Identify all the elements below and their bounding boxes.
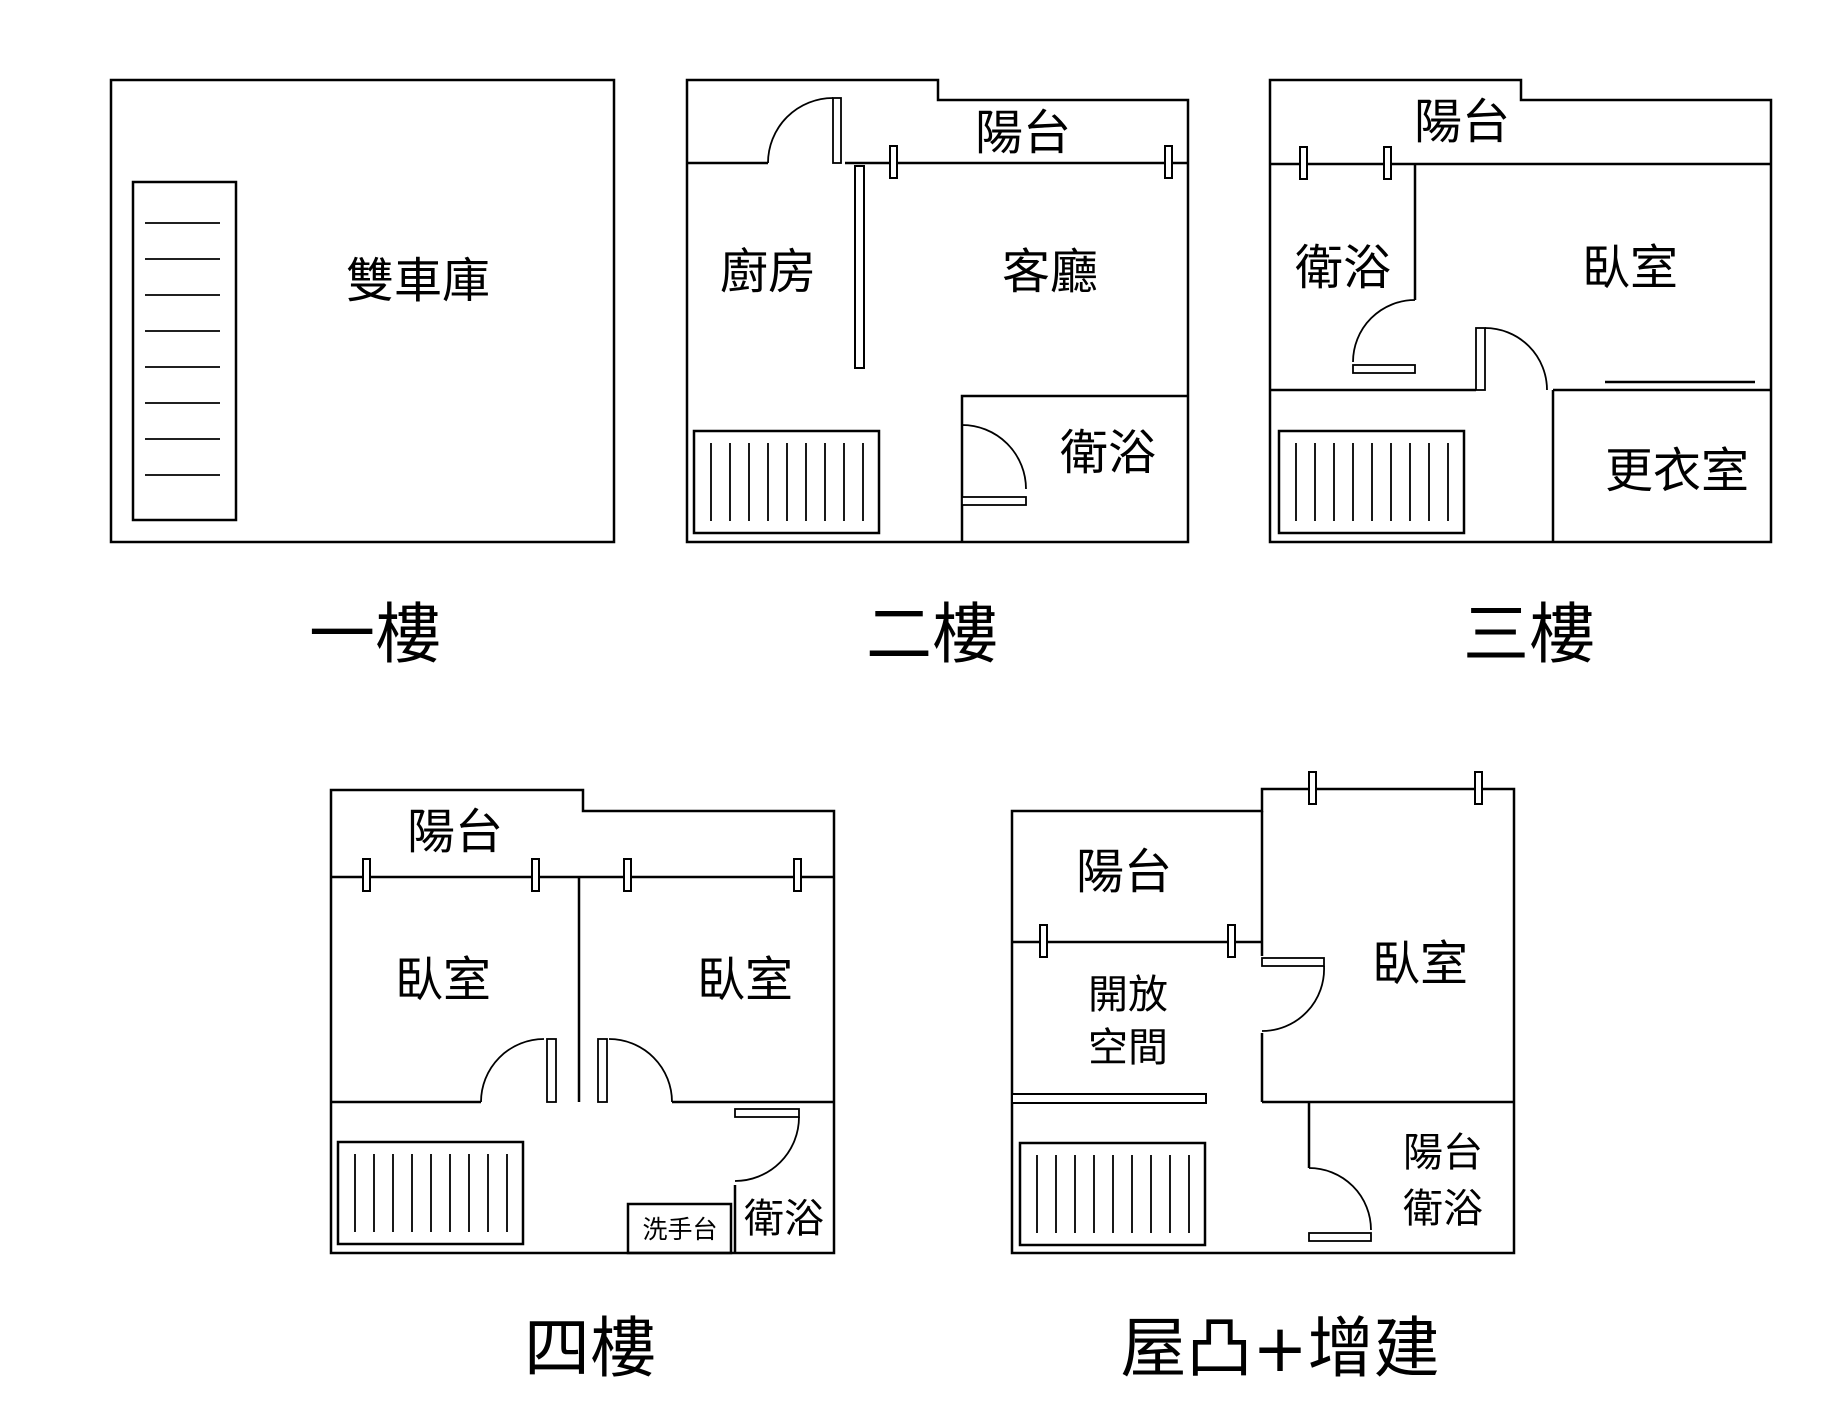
floor-1-plan: 雙車庫 xyxy=(109,78,616,544)
room-label-bathroom: 衛浴 xyxy=(744,1196,824,1242)
sliding-window xyxy=(531,858,540,892)
floor-title-1: 一樓 xyxy=(309,596,441,673)
sliding-window xyxy=(793,858,802,892)
room-label-balcony: 陽台 xyxy=(407,804,503,860)
sliding-window xyxy=(1227,924,1236,958)
room-label-balcony: 陽台 xyxy=(1414,94,1510,150)
wash-basin xyxy=(626,1202,733,1255)
floor-title-3: 三樓 xyxy=(1463,596,1595,673)
sliding-window xyxy=(1164,145,1173,179)
floor-title-2: 二樓 xyxy=(866,596,998,673)
room-label-kitchen: 廚房 xyxy=(720,244,816,300)
sliding-window xyxy=(1308,771,1317,805)
sliding-window xyxy=(362,858,371,892)
floor-3-plan: 陽台 衛浴 臥室 更衣室 xyxy=(1268,78,1773,544)
door xyxy=(1308,1167,1372,1242)
door xyxy=(734,1108,800,1182)
room-label-bathroom: 衛浴 xyxy=(1060,425,1156,481)
door xyxy=(480,1038,557,1103)
sliding-window xyxy=(1474,771,1483,805)
sliding-window xyxy=(623,858,632,892)
room-label-open-space-line1: 開放 xyxy=(1088,972,1168,1018)
staircase xyxy=(692,429,881,535)
staircase xyxy=(1018,1141,1207,1247)
door xyxy=(767,97,842,164)
door xyxy=(1475,327,1548,391)
floor-2-plan: 陽台 廚房 客廳 衛浴 xyxy=(685,78,1190,544)
door xyxy=(1352,299,1416,374)
room-label-dressing-room: 更衣室 xyxy=(1605,443,1749,499)
room-label-open-space-line2: 空間 xyxy=(1088,1025,1168,1071)
staircase xyxy=(131,180,238,522)
room-label-bedroom: 臥室 xyxy=(1582,240,1678,296)
sliding-window xyxy=(1039,924,1048,958)
staircase xyxy=(336,1140,525,1246)
room-label-living: 客廳 xyxy=(1002,244,1098,300)
room-label-balcony-bath-line1: 陽台 xyxy=(1403,1130,1483,1176)
sliding-window xyxy=(889,145,898,179)
floor-title-roof: 屋凸+增建 xyxy=(1120,1310,1439,1387)
door xyxy=(1261,957,1325,1032)
sliding-window xyxy=(1383,146,1392,180)
door xyxy=(961,424,1027,506)
room-label-balcony-bath-line2: 衛浴 xyxy=(1403,1186,1483,1232)
staircase xyxy=(1277,429,1466,535)
room-label-garage: 雙車庫 xyxy=(346,253,490,309)
room-label-bedroom-right: 臥室 xyxy=(697,952,793,1008)
room-label-bedroom: 臥室 xyxy=(1372,936,1468,992)
wash-basin-label: 洗手台 xyxy=(642,1215,717,1244)
room-label-bedroom-left: 臥室 xyxy=(395,952,491,1008)
room-label-balcony: 陽台 xyxy=(975,105,1071,161)
room-label-bathroom: 衛浴 xyxy=(1295,240,1391,296)
floor-4-plan: 洗手台 陽台 臥室 臥室 衛浴 xyxy=(329,788,836,1255)
door xyxy=(597,1038,673,1103)
room-label-balcony: 陽台 xyxy=(1076,844,1172,900)
roof-floor-plan: 陽台 開放 空間 臥室 陽台 衛浴 xyxy=(1010,771,1516,1255)
sliding-window xyxy=(1299,146,1308,180)
floor-title-4: 四樓 xyxy=(524,1310,656,1387)
